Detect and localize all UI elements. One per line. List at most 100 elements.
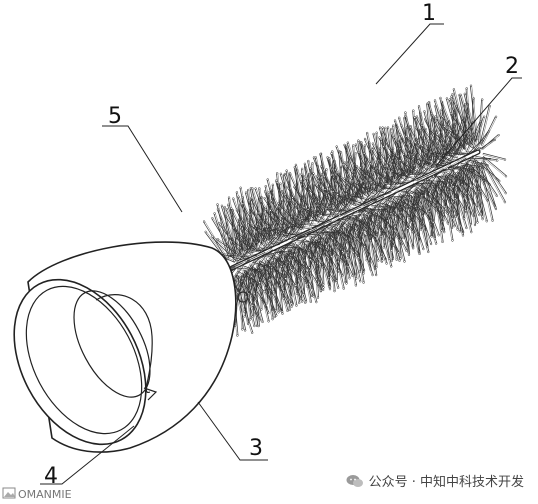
bristle-edge xyxy=(338,229,355,275)
bristle-edge xyxy=(309,228,325,260)
bristle-edge xyxy=(454,89,470,144)
bristle xyxy=(319,231,328,276)
bristle-edge xyxy=(425,187,435,239)
bristle-tip xyxy=(430,128,433,132)
bristle-edge xyxy=(334,229,337,281)
bristle-tip xyxy=(335,171,339,174)
bristle xyxy=(377,150,400,181)
bristle xyxy=(293,223,317,226)
bristle xyxy=(450,135,466,161)
bristle xyxy=(282,233,303,237)
bristle-edge xyxy=(453,98,475,143)
bristle-edge xyxy=(236,271,260,285)
bristle-tip xyxy=(230,207,233,210)
bristle-tip xyxy=(258,187,261,190)
bristle-tip xyxy=(284,192,287,196)
bristle xyxy=(394,180,415,185)
bristle xyxy=(400,125,422,168)
bristle-tip xyxy=(331,237,334,240)
bristle xyxy=(377,196,393,222)
bristle-tip xyxy=(398,116,401,119)
bristle-tip xyxy=(409,126,412,129)
bristle-edge xyxy=(418,192,427,248)
bristle-edge xyxy=(290,238,303,270)
bristle-edge xyxy=(392,196,401,242)
bristle xyxy=(380,187,400,190)
bristle-tip xyxy=(259,198,263,202)
bristle-edge xyxy=(267,239,288,244)
bristle xyxy=(404,116,423,166)
bristle xyxy=(263,265,276,317)
bristle-tip xyxy=(292,221,295,225)
bristle-edge xyxy=(389,147,415,174)
bristle-tip xyxy=(312,156,316,159)
bristle xyxy=(399,183,416,202)
bristle-tip xyxy=(494,206,497,209)
bristle xyxy=(308,189,332,214)
bristle xyxy=(414,127,437,163)
bristle-tip xyxy=(415,115,419,118)
bristle xyxy=(340,226,362,263)
bristle xyxy=(391,206,406,262)
bristle xyxy=(277,258,284,312)
bristle-tip xyxy=(335,279,339,282)
bristle-tip xyxy=(357,151,361,154)
bristle xyxy=(316,235,322,280)
bristle-tip xyxy=(390,259,394,262)
bristle-tip xyxy=(422,247,425,251)
bristle xyxy=(482,156,507,177)
bristle-tip xyxy=(363,144,367,147)
bristle xyxy=(364,209,373,247)
bristle-tip xyxy=(421,144,424,147)
bristle-tip xyxy=(236,334,239,337)
bristle-tip xyxy=(423,110,426,113)
bristle-tip xyxy=(239,186,242,189)
bristle-tip xyxy=(448,98,451,101)
bristle-tip xyxy=(328,227,332,230)
bristle-tip xyxy=(375,131,378,134)
bristle xyxy=(381,190,400,206)
bristle xyxy=(216,239,242,258)
bristle-edge xyxy=(251,197,274,238)
bristle-tip xyxy=(269,209,272,212)
bristle-tip xyxy=(415,178,418,182)
bristle-edge xyxy=(405,115,424,166)
bristle-tip xyxy=(441,115,444,118)
bristle-edge xyxy=(413,155,437,167)
bristle-edge xyxy=(318,212,340,214)
bristle-tip xyxy=(494,115,498,118)
bristle-tip xyxy=(271,226,274,230)
bristle-tip xyxy=(456,228,459,231)
bristle-tip xyxy=(290,295,293,299)
bristle-edge xyxy=(395,202,401,259)
bristle-tip xyxy=(294,163,298,167)
bristle-edge xyxy=(215,213,231,258)
chat-bubbles-icon xyxy=(346,474,364,488)
bristle-tip xyxy=(371,142,375,145)
bristle-tip xyxy=(438,194,442,198)
bristle xyxy=(249,261,260,295)
bristle-tip xyxy=(503,201,507,204)
bristle-tip xyxy=(327,157,330,161)
callout-label-1: 1 xyxy=(422,1,436,26)
bristle-tip xyxy=(328,288,332,291)
bristle-tip xyxy=(281,312,284,315)
bristle-edge xyxy=(326,207,347,211)
bristle-edge xyxy=(228,204,245,251)
bristle-tip xyxy=(288,224,291,227)
bristle xyxy=(475,155,498,161)
bristle xyxy=(466,159,477,194)
bristle-tip xyxy=(481,98,484,101)
bristle-edge xyxy=(437,118,460,152)
bristle-tip xyxy=(448,128,451,131)
bristle-edge xyxy=(454,162,467,199)
bristle-tip xyxy=(395,258,398,261)
bristle-tip xyxy=(393,182,396,185)
bristle-tip xyxy=(300,173,303,176)
bristle-edge xyxy=(429,101,441,158)
bristle-edge xyxy=(351,203,370,222)
bristle xyxy=(389,205,398,260)
bristle-tip xyxy=(371,148,374,151)
bristle-tip xyxy=(397,199,400,202)
